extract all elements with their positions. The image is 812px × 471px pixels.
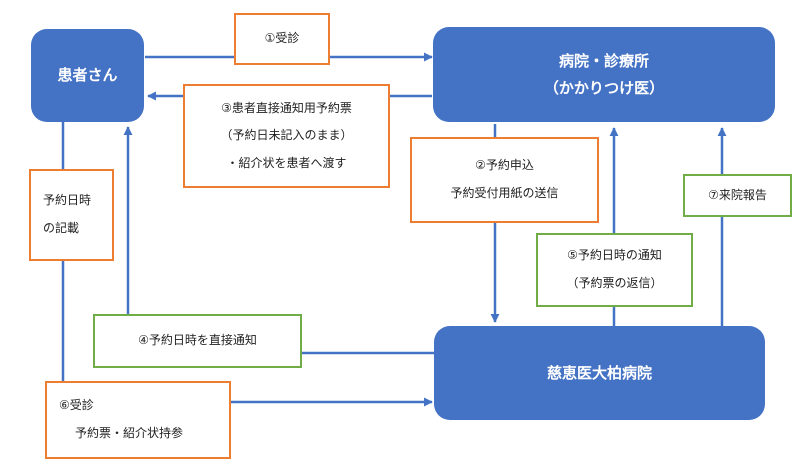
clinic-node: 病院・診療所 （かかりつけ医） (433, 27, 775, 122)
step2-label: ②予約申込 予約受付用紙の送信 (410, 137, 599, 223)
step7-label: ⑦来院報告 (683, 174, 792, 217)
step3-text-line1: ③患者直接通知用予約票 (221, 100, 352, 115)
patient-label: 患者さん (57, 66, 118, 85)
step6-text-line2: 予約票・紹介状持参 (75, 426, 184, 440)
step7-text: ⑦来院報告 (708, 187, 767, 202)
step2-text-line1: ②予約申込 (475, 158, 534, 173)
step5-text-line1: ⑤予約日時の通知 (567, 248, 662, 263)
hospital-label: 慈恵医大柏病院 (546, 363, 652, 382)
step6-text-line1: ⑥受診 (59, 398, 94, 413)
step3-text-line2: （予約日未記入のまま） (220, 128, 353, 143)
step1-label: ①受診 (234, 13, 330, 65)
step5-label: ⑤予約日時の通知 （予約票の返信） (536, 233, 693, 307)
clinic-label-line2: （かかりつけ医） (543, 78, 665, 97)
step3-label: ③患者直接通知用予約票 （予約日未記入のまま） ・紹介状を患者へ渡す (183, 84, 390, 188)
date-note-line2: の記載 (43, 221, 80, 235)
step4-label: ④予約日時を直接通知 (93, 314, 302, 368)
date-note-label: 予約日時 の記載 (29, 169, 114, 261)
clinic-label-line1: 病院・診療所 (558, 52, 649, 71)
date-note-line1: 予約日時 (43, 193, 92, 208)
step5-text-line2: （予約票の返信） (566, 276, 663, 290)
step1-text: ①受診 (264, 31, 300, 46)
hospital-node: 慈恵医大柏病院 (434, 326, 765, 420)
patient-node: 患者さん (31, 29, 144, 122)
step3-text-line3: ・紹介状を患者へ渡す (226, 155, 347, 170)
step6-label: ⑥受診 予約票・紹介状持参 (45, 381, 231, 459)
step4-text: ④予約日時を直接通知 (138, 333, 257, 348)
step2-text-line2: 予約受付用紙の送信 (450, 186, 559, 200)
